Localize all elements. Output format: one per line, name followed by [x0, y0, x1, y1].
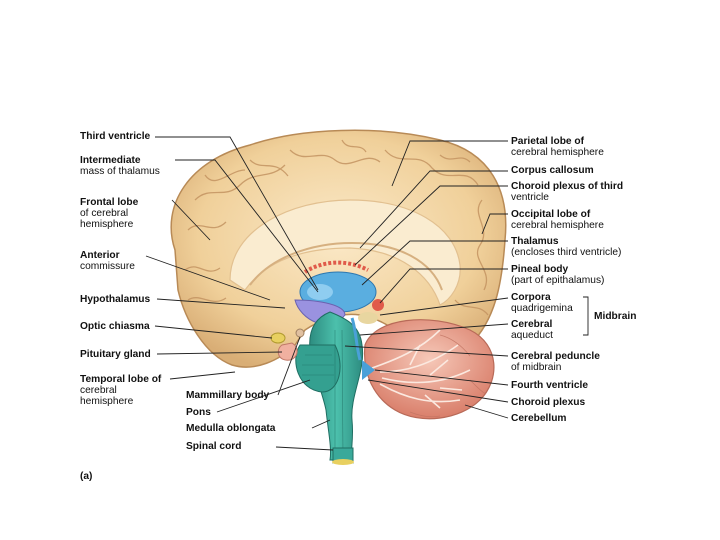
label-medulla-oblongata: Medulla oblongata: [186, 423, 276, 434]
label-pineal-body-line2: (part of epithalamus): [511, 275, 605, 286]
pituitary-gland: [277, 342, 298, 361]
choroid-plexus-third: [303, 260, 369, 274]
label-corpora-quadrigemina-line2: quadrigemina: [511, 303, 573, 314]
intermediate-mass: [307, 284, 333, 300]
label-corpus-callosum: Corpus callosum: [511, 165, 594, 176]
label-optic-chiasma: Optic chiasma: [80, 321, 150, 332]
label-thalamus-line1: Thalamus: [511, 236, 559, 247]
label-cerebral-peduncle-line2: of midbrain: [511, 362, 562, 373]
cerebral-aqueduct: [350, 317, 362, 361]
leader-lines-left: [145, 136, 319, 380]
label-hypothalamus: Hypothalamus: [80, 294, 151, 305]
label-anterior-commissure-line2: commissure: [80, 261, 135, 272]
label-parietal-lobe-line1: Parietal lobe of: [511, 136, 585, 147]
cerebellum: [363, 319, 495, 420]
arbor-vitae: [371, 329, 471, 409]
label-parietal-lobe-line2: cerebral hemisphere: [511, 147, 604, 158]
figure-label: (a): [80, 471, 93, 482]
label-fourth-ventricle: Fourth ventricle: [511, 380, 588, 391]
label-corpora-quadrigemina-line1: Corpora: [511, 292, 551, 303]
label-pituitary-gland: Pituitary gland: [80, 349, 151, 360]
label-choroid-plexus-third-line2: ventricle: [511, 192, 549, 203]
label-cerebral-aqueduct-line1: Cerebral: [511, 319, 553, 330]
label-mammillary-body: Mammillary body: [186, 390, 270, 401]
label-cerebellum: Cerebellum: [511, 413, 567, 424]
label-thalamus-line2: (encloses third ventricle): [511, 247, 622, 258]
optic-chiasma: [270, 332, 286, 344]
label-occipital-lobe-line2: cerebral hemisphere: [511, 220, 604, 231]
label-temporal-lobe-line1: Temporal lobe of: [80, 374, 162, 385]
label-midbrain: Midbrain: [594, 311, 637, 322]
label-choroid-plexus-third-line1: Choroid plexus of third: [511, 181, 624, 192]
fourth-ventricle: [362, 360, 375, 380]
label-spinal-cord: Spinal cord: [186, 441, 242, 452]
label-intermediate-mass-line2: mass of thalamus: [80, 166, 160, 177]
corpus-callosum: [229, 199, 461, 306]
label-frontal-lobe-line1: Frontal lobe: [80, 197, 139, 208]
label-temporal-lobe-line2: cerebral: [80, 385, 117, 396]
pons: [295, 344, 341, 393]
label-choroid-plexus: Choroid plexus: [511, 397, 586, 408]
mammillary-body: [295, 328, 305, 338]
label-pineal-body-line1: Pineal body: [511, 264, 569, 275]
corpora-quadrigemina: [358, 312, 378, 324]
label-third-ventricle: Third ventricle: [80, 131, 151, 142]
gyri-pattern: [184, 139, 489, 316]
label-anterior-commissure-line1: Anterior: [80, 250, 120, 261]
label-temporal-lobe-line3: hemisphere: [80, 396, 134, 407]
label-cerebral-aqueduct-line2: aqueduct: [511, 330, 553, 341]
label-pons: Pons: [186, 407, 211, 418]
leader-lines-right: [344, 140, 589, 419]
label-occipital-lobe-line1: Occipital lobe of: [511, 209, 591, 220]
label-cerebral-peduncle-line1: Cerebral peduncle: [511, 351, 600, 362]
leader-lines-bottom: [216, 336, 334, 451]
label-frontal-lobe-line3: hemisphere: [80, 219, 134, 230]
label-intermediate-mass-line1: Intermediate: [80, 155, 141, 166]
label-frontal-lobe-line2: of cerebral: [80, 208, 129, 219]
